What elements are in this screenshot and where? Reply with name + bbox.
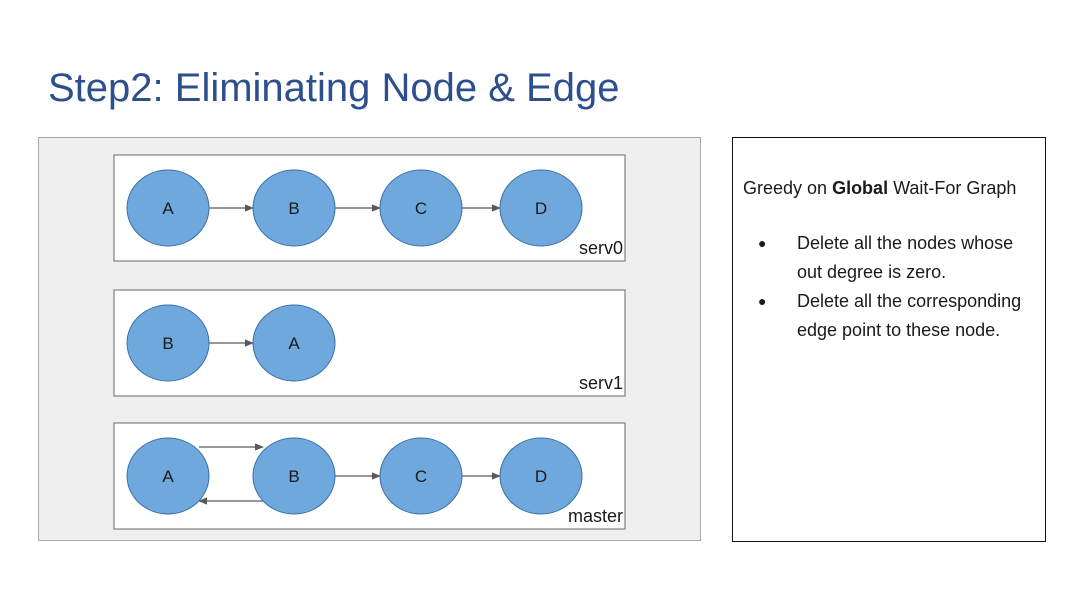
info-heading-prefix: Greedy on: [743, 178, 833, 198]
bullet-item: Delete all the corresponding edge point …: [758, 287, 1035, 345]
node-label: D: [535, 199, 547, 218]
info-heading: Greedy on Global Wait-For Graph: [743, 174, 1035, 203]
node-label: A: [162, 467, 174, 486]
bullet-list: Delete all the nodes whose out degree is…: [743, 229, 1035, 345]
node-C: [379, 169, 463, 247]
node-label: C: [415, 467, 427, 486]
node-B: [126, 304, 210, 382]
node-label: A: [288, 334, 300, 353]
node-B: [252, 437, 336, 515]
info-panel: Greedy on Global Wait-For Graph Delete a…: [732, 137, 1046, 542]
info-heading-bold: Global: [832, 178, 889, 198]
node-B: [252, 169, 336, 247]
node-label: B: [288, 467, 299, 486]
node-label: A: [162, 199, 174, 218]
node-A: [126, 437, 210, 515]
info-heading-suffix: Wait-For Graph: [888, 178, 1017, 198]
bullet-item: Delete all the nodes whose out degree is…: [758, 229, 1035, 287]
node-A: [252, 304, 336, 382]
slide-title: Step2: Eliminating Node & Edge: [48, 66, 620, 110]
node-D: [499, 169, 583, 247]
graph-box-label: master: [568, 506, 623, 526]
node-A: [126, 169, 210, 247]
node-D: [499, 437, 583, 515]
node-C: [379, 437, 463, 515]
graph-box-label: serv1: [579, 373, 623, 393]
graph-box-label: serv0: [579, 238, 623, 258]
node-label: B: [288, 199, 299, 218]
node-label: D: [535, 467, 547, 486]
node-label: B: [162, 334, 173, 353]
node-label: C: [415, 199, 427, 218]
